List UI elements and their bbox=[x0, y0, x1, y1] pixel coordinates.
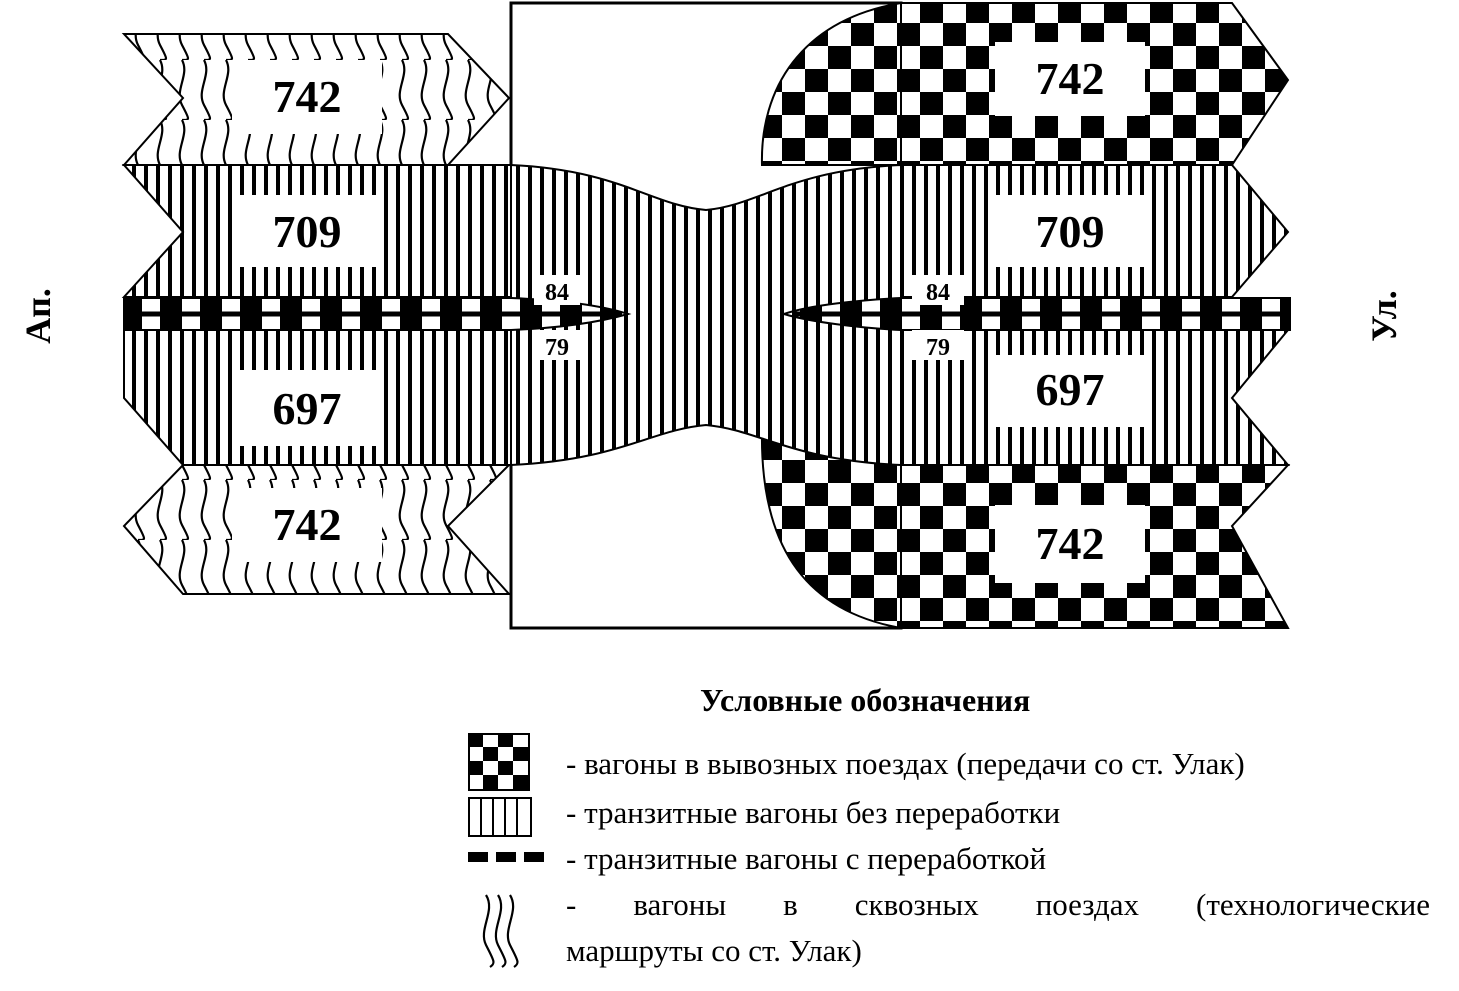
right-dashed-upper-value: 84 bbox=[926, 280, 950, 306]
left-station-label: Ап. bbox=[18, 288, 58, 344]
left-dashed-lower-value: 79 bbox=[545, 335, 569, 361]
traffic-flow-diagram: 742 709 697 742 742 709 697 742 84 79 84… bbox=[18, 1, 1404, 630]
legend-item-checker: - вагоны в вывозных поездах (передачи со… bbox=[566, 746, 1245, 781]
right-upper-value: 709 bbox=[1036, 206, 1105, 257]
legend-item-stripes: - транзитные вагоны без переработки bbox=[566, 795, 1061, 830]
right-station-label: Ул. bbox=[1364, 290, 1404, 342]
right-checker-bulge-top bbox=[760, 1, 902, 166]
wavy-lines-icon bbox=[482, 894, 519, 968]
left-bottom-value: 742 bbox=[273, 499, 342, 550]
right-lower-value: 697 bbox=[1036, 364, 1105, 415]
right-top-value: 742 bbox=[1036, 53, 1105, 104]
legend-title: Условные обозначения bbox=[700, 682, 1031, 718]
right-checker-bulge-bottom bbox=[760, 429, 902, 630]
legend-item-dashed: - транзитные вагоны с переработкой bbox=[566, 841, 1047, 876]
legend-item-waves: - вагоны в сквозных поездах (технологиче… bbox=[566, 887, 1430, 922]
left-top-value: 742 bbox=[273, 71, 342, 122]
right-dashed-lower-value: 79 bbox=[926, 335, 950, 361]
dashed-line-icon bbox=[468, 852, 544, 862]
legend-item-waves-cont: маршруты со ст. Улак) bbox=[566, 933, 862, 968]
left-lower-value: 697 bbox=[273, 383, 342, 434]
checker-icon bbox=[468, 733, 530, 791]
right-bottom-value: 742 bbox=[1036, 518, 1105, 569]
left-dashed-upper-value: 84 bbox=[545, 280, 569, 306]
left-upper-value: 709 bbox=[273, 206, 342, 257]
vertical-stripes-icon bbox=[468, 797, 532, 837]
